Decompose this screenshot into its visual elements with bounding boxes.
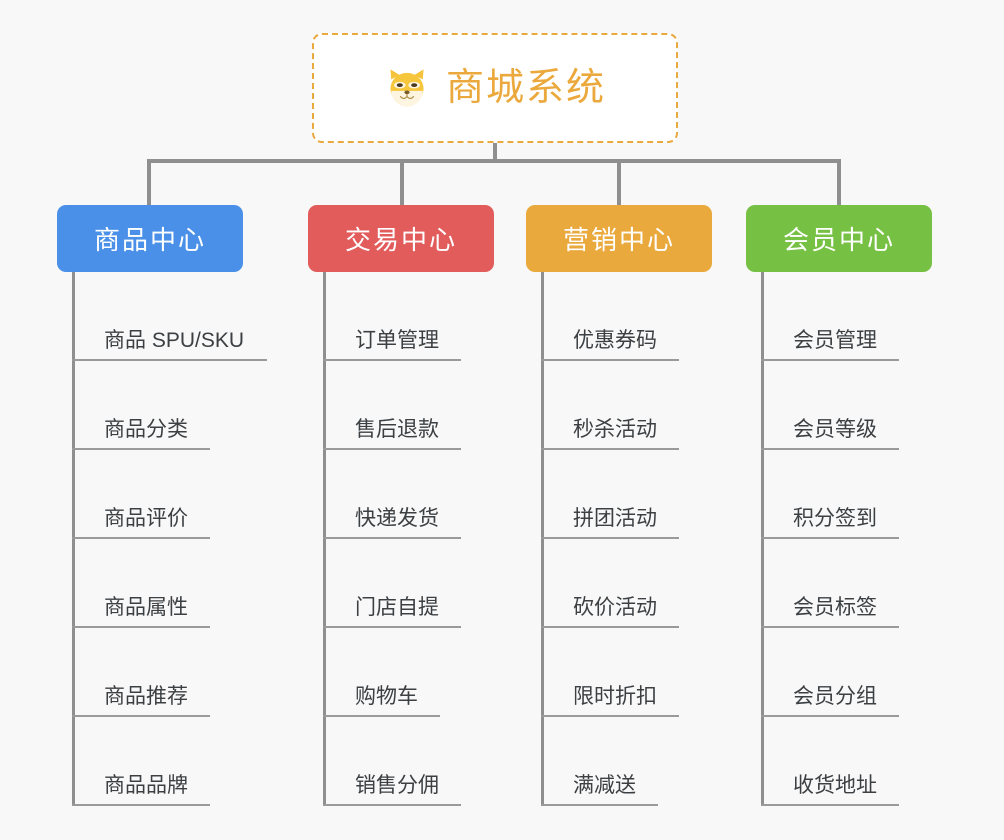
category-box-trade-center[interactable]: 交易中心 (308, 205, 494, 272)
leaf-item[interactable]: 销售分佣 (323, 717, 461, 806)
category-title: 营销中心 (562, 225, 675, 255)
leaf-item-label: 拼团活动 (573, 506, 657, 530)
column-product-center: 商品 SPU/SKU 商品分类商品评价商品属性商品推荐商品品牌 (72, 272, 302, 806)
column-spine (541, 272, 544, 806)
leaf-item-label: 会员标签 (793, 595, 877, 619)
leaf-item[interactable]: 会员等级 (761, 361, 899, 450)
leaf-item[interactable]: 拼团活动 (541, 450, 679, 539)
leaf-item-label: 收货地址 (793, 773, 877, 797)
leaf-item-label: 会员分组 (793, 684, 877, 708)
leaf-item-label: 商品推荐 (104, 684, 188, 708)
leaf-item[interactable]: 会员管理 (761, 272, 899, 361)
leaf-item[interactable]: 秒杀活动 (541, 361, 679, 450)
leaf-item[interactable]: 限时折扣 (541, 628, 679, 717)
connector-drop-2 (400, 159, 404, 206)
leaf-item[interactable]: 会员标签 (761, 539, 899, 628)
leaf-item-label: 商品分类 (104, 417, 188, 441)
leaf-item-label: 积分签到 (793, 506, 877, 530)
leaf-item-label: 限时折扣 (573, 684, 657, 708)
leaf-item[interactable]: 商品推荐 (72, 628, 210, 717)
column-member-center: 会员管理会员等级积分签到会员标签会员分组收货地址 (761, 272, 971, 806)
leaf-item-label: 商品 SPU/SKU (104, 328, 245, 352)
leaf-item-label: 门店自提 (355, 595, 439, 619)
leaf-item[interactable]: 订单管理 (323, 272, 461, 361)
leaf-item[interactable]: 砍价活动 (541, 539, 679, 628)
leaf-item-label: 订单管理 (355, 328, 439, 352)
category-title: 交易中心 (344, 225, 457, 255)
category-title: 会员中心 (782, 225, 895, 255)
shiba-dog-icon (384, 65, 430, 111)
category-box-product-center[interactable]: 商品中心 (57, 205, 243, 272)
root-node-title: 商城系统 (445, 67, 606, 109)
column-spine (323, 272, 326, 806)
connector-drop-1 (147, 159, 151, 206)
leaf-item-label: 满减送 (573, 773, 636, 797)
leaf-item[interactable]: 购物车 (323, 628, 440, 717)
leaf-item[interactable]: 商品 SPU/SKU (72, 272, 267, 361)
leaf-item[interactable]: 门店自提 (323, 539, 461, 628)
leaf-item-label: 秒杀活动 (573, 417, 657, 441)
leaf-item[interactable]: 商品评价 (72, 450, 210, 539)
column-spine (72, 272, 75, 806)
connector-bus-bar (147, 159, 841, 163)
leaf-item[interactable]: 满减送 (541, 717, 658, 806)
leaf-item-label: 购物车 (355, 684, 418, 708)
leaf-item[interactable]: 会员分组 (761, 628, 899, 717)
connector-drop-4 (837, 159, 841, 206)
leaf-item[interactable]: 积分签到 (761, 450, 899, 539)
column-spine (761, 272, 764, 806)
column-marketing-center: 优惠券码秒杀活动拼团活动砍价活动限时折扣满减送 (541, 272, 751, 806)
leaf-item[interactable]: 快递发货 (323, 450, 461, 539)
leaf-item-label: 砍价活动 (573, 595, 657, 619)
leaf-item-label: 商品品牌 (104, 773, 188, 797)
leaf-item-label: 销售分佣 (355, 773, 439, 797)
category-title: 商品中心 (93, 225, 206, 255)
connector-root-stem (493, 143, 497, 162)
leaf-item-label: 快递发货 (355, 506, 439, 530)
leaf-item-label: 会员管理 (793, 328, 877, 352)
leaf-item[interactable]: 售后退款 (323, 361, 461, 450)
column-trade-center: 订单管理售后退款快递发货门店自提购物车销售分佣 (323, 272, 533, 806)
category-box-marketing-center[interactable]: 营销中心 (526, 205, 712, 272)
connector-drop-3 (617, 159, 621, 206)
leaf-item-label: 商品属性 (104, 595, 188, 619)
leaf-item[interactable]: 商品品牌 (72, 717, 210, 806)
leaf-item[interactable]: 优惠券码 (541, 272, 679, 361)
category-box-member-center[interactable]: 会员中心 (746, 205, 932, 272)
leaf-item[interactable]: 商品属性 (72, 539, 210, 628)
root-node-mall-system[interactable]: 商城系统 (312, 33, 678, 143)
leaf-item-label: 会员等级 (793, 417, 877, 441)
leaf-item[interactable]: 收货地址 (761, 717, 899, 806)
leaf-item-label: 优惠券码 (573, 328, 657, 352)
leaf-item-label: 商品评价 (104, 506, 188, 530)
leaf-item-label: 售后退款 (355, 417, 439, 441)
leaf-item[interactable]: 商品分类 (72, 361, 210, 450)
